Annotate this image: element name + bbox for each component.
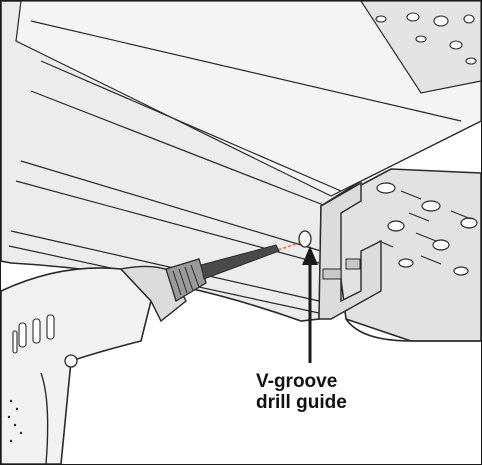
rail-profile bbox=[1, 1, 481, 322]
callout-label: V-groove drill guide bbox=[256, 371, 366, 413]
callout-line-2: drill guide bbox=[256, 392, 347, 413]
callout-line-1: V-groove bbox=[256, 371, 338, 392]
arrow-up-icon bbox=[302, 246, 318, 363]
power-drill-icon bbox=[1, 244, 280, 464]
